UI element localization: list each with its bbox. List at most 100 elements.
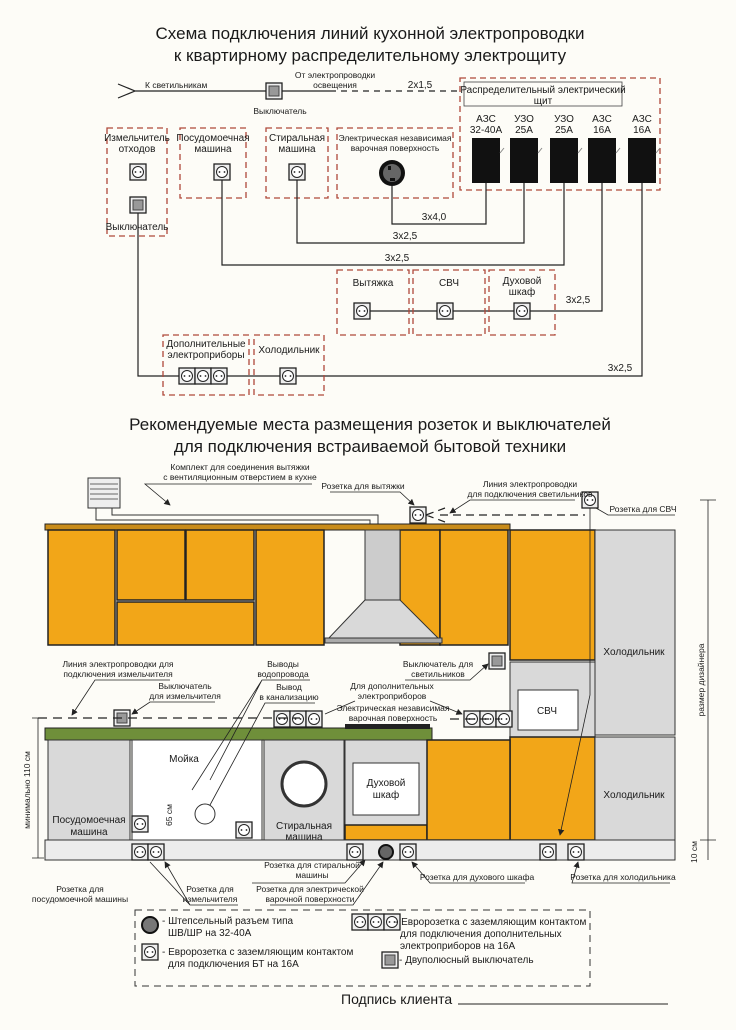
panel-label-box: [463, 81, 623, 107]
light-line-label-1: Линия электропроводки: [483, 479, 577, 489]
dishwasher-wire: [221, 180, 565, 266]
oven-socket-icon: [399, 843, 417, 861]
washer-door: [280, 760, 328, 808]
washer-socket-label-1: Розетка для стиральной: [264, 860, 360, 870]
to-lights-label: К светильникам: [145, 80, 208, 90]
breaker-icon: [471, 137, 505, 184]
legend-triple-2: для подключения дополнительных: [400, 929, 562, 940]
hood-socket-label: Розетка для вытяжки: [321, 481, 404, 491]
breaker-icon: [509, 137, 543, 184]
cable-washer: 3x2,5: [393, 231, 418, 242]
grinder-socket-label-2: измельчителя: [183, 894, 238, 904]
grinder-line-label-2: подключения измельчителя: [63, 669, 173, 679]
dishwasher-label-2: машина: [70, 827, 108, 838]
sewer-label-1: Вывод: [276, 682, 302, 692]
dishwasher-socket-icon: [213, 163, 231, 181]
breaker-rating: 16А: [593, 125, 611, 136]
fridge-label: Холодильник: [258, 345, 320, 356]
grinder-label-2: отходов: [119, 144, 156, 155]
hob-label-1: Электрическая независимая: [337, 703, 450, 713]
tall-cabinet-lower: [509, 736, 596, 841]
light-switch-label-1: Выключатель для: [403, 659, 474, 669]
legend-triple-icon: [352, 914, 400, 930]
grinder-socket-upper-icon: [131, 815, 149, 833]
sewer-outlet: [194, 803, 216, 825]
hood-socket-icon: [353, 302, 371, 320]
light-wiring-line: [425, 507, 585, 523]
washer-label-1: Стиральная: [276, 821, 332, 832]
upper-cabinet: [116, 529, 186, 601]
lighting-switch-icon: [265, 82, 283, 100]
breaker-type: АЗС: [632, 114, 652, 125]
breaker-type: УЗО: [554, 114, 574, 125]
washer-label-2: машина: [278, 144, 316, 155]
hob-socket-label-2: варочной поверхности: [265, 894, 354, 904]
legend-switch: - Двуполюсный выключатель: [399, 955, 534, 966]
fridge: [594, 529, 676, 841]
upper-cabinet: [47, 529, 116, 646]
grinder-socket-label-1: Розетка для: [186, 884, 234, 894]
from-lighting-label-2: освещения: [313, 80, 357, 90]
breaker-icon: [627, 137, 661, 184]
lighting-switch-label: Выключатель: [253, 106, 307, 116]
light-switch-icon: [488, 652, 506, 670]
sewer-label-2: в канализацию: [259, 692, 319, 702]
upper-cabinet-top: [44, 523, 511, 531]
grinder-group: [106, 127, 168, 237]
vent-box: [87, 477, 121, 509]
legend-euro-1: - Евророзетка с заземляющим контактом: [162, 947, 353, 958]
grinder-switch-icon: [129, 196, 147, 214]
hood-label: Вытяжка: [353, 278, 394, 289]
extra-label-1: Дополнительные: [166, 339, 246, 350]
breaker-type: АЗС: [476, 114, 496, 125]
oven-window: [352, 762, 420, 816]
extra-label-2: электроприборов: [358, 691, 427, 701]
fridge-group: [253, 334, 325, 396]
washer-socket-label-2: машины: [296, 870, 329, 880]
microwave-label: СВЧ: [537, 706, 557, 717]
dishwasher-label-1: Посудомоечная: [52, 815, 125, 826]
grinder-label-1: Измельчитель: [104, 133, 170, 144]
hob-label-2: варочная поверхность: [349, 713, 438, 723]
fridge-socket-icon: [279, 367, 297, 385]
oven-socket-pointer: [411, 861, 525, 884]
grinder-socket-pointer: [149, 862, 238, 906]
min-height-dimension: [32, 717, 44, 859]
grinder-line-label-1: Линия электропроводки для: [62, 659, 173, 669]
grinder-socket-icon: [129, 163, 147, 181]
vent-kit-label-2: с вентиляционным отверстием в кухне: [163, 472, 317, 482]
legend-box: [134, 909, 591, 987]
mw-socket-pointer: [560, 507, 675, 835]
distribution-panel: [459, 77, 661, 191]
grinder-switch-pointer: [131, 701, 215, 715]
fridge-socket-label: Розетка для холодильника: [570, 872, 676, 882]
fridge-extra-wire: [137, 183, 643, 377]
washer-wire: [296, 180, 525, 244]
hood-socket-icon: [409, 506, 427, 524]
layout-title-line1: Рекомендуемые места размещения розеток и…: [129, 415, 611, 434]
water-label-2: водопровода: [257, 669, 309, 679]
dishwasher-socket-icon: [131, 843, 149, 861]
hob-plug-icon: [378, 844, 394, 860]
cable-fridge-extra: 3x2,5: [608, 363, 633, 374]
hob-plug-icon: [379, 160, 405, 186]
sewer-pointer: [209, 702, 315, 806]
breaker-rating: 25А: [515, 125, 533, 136]
designer-dimension: [700, 499, 716, 860]
hob-wire: [391, 183, 487, 225]
height-10-label: 10 см: [689, 841, 699, 863]
light-line-label-2: для подключения светильников: [467, 489, 593, 499]
light-switch-pointer: [405, 663, 489, 681]
min-height-label: минимально 110 см: [22, 751, 32, 829]
upper-cabinet: [439, 529, 509, 646]
hob-socket-pointer: [270, 861, 384, 906]
fridge-upper-label: Холодильник: [603, 647, 665, 658]
microwave-label: СВЧ: [439, 278, 459, 289]
washer-label-1: Стиральная: [269, 133, 325, 144]
dishwasher-label-2: машина: [194, 144, 232, 155]
light-line-pointer: [449, 499, 575, 514]
layout-title-line2: для подключения встраиваемой бытовой тех…: [174, 437, 566, 456]
height-65-label: 65 см: [164, 804, 174, 826]
extra-label-2: электроприборы: [167, 349, 244, 361]
